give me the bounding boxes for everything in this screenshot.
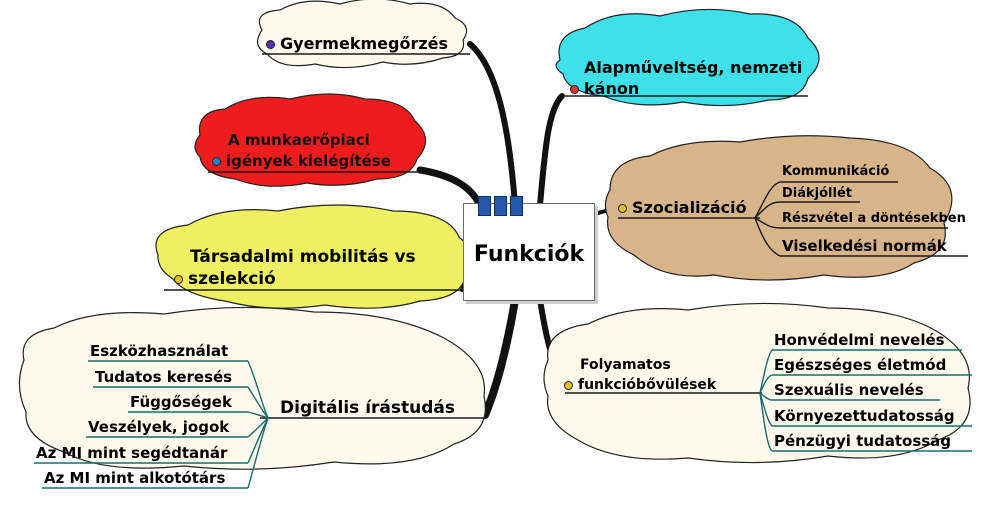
topic-tab <box>494 196 507 216</box>
topic-marker-icon <box>618 204 627 213</box>
cloud-szocializacio <box>604 135 953 281</box>
digit-child-connectors <box>34 360 269 489</box>
topic-tab <box>510 196 523 216</box>
topic-gyermekmegorzes[interactable]: Gyermekmegőrzés <box>266 34 448 53</box>
subtopic-penzugyi[interactable]: Pénzügyi tudatosság <box>774 432 952 450</box>
topic-label-line1: Társadalmi mobilitás vs <box>190 247 416 267</box>
cloud-gyermekmegorzes <box>256 0 468 69</box>
subtopic-eszkozhasznalat[interactable]: Eszközhasználat <box>90 342 229 360</box>
topic-label-line1: Alapműveltség, nemzeti <box>584 58 803 77</box>
branch-munka <box>416 166 484 209</box>
subtopic-tudatos-kereses[interactable]: Tudatos keresés <box>95 368 233 386</box>
foly-child-connectors <box>759 349 972 452</box>
topic-label-line2: igények kielégítése <box>226 152 391 170</box>
subtopic-egeszseges[interactable]: Egészséges életmód <box>774 356 947 374</box>
topic-label-line2: szelekció <box>188 269 276 289</box>
central-topic-title: Funkciók <box>473 242 585 267</box>
subtopic-kommunikacio[interactable]: Kommunikáció <box>782 164 890 179</box>
topic-label-line2: funkcióbővülések <box>578 377 717 393</box>
topic-mobilitas[interactable]: Társadalmi mobilitás vs szelekció <box>174 246 416 290</box>
cloud-alapmuveltseg <box>555 8 820 107</box>
topic-szocializacio[interactable]: Szocializáció <box>618 198 747 217</box>
topic-marker-icon <box>266 40 275 49</box>
topic-alapmuveltseg[interactable]: Alapműveltség, nemzeti kánon <box>570 57 803 99</box>
subtopic-diakjollet[interactable]: Diákjóllét <box>782 186 852 201</box>
central-topic[interactable]: Funkciók <box>463 196 595 301</box>
topic-label: Gyermekmegőrzés <box>280 34 449 53</box>
branch-alap <box>537 93 565 208</box>
topic-marker-icon <box>570 85 579 94</box>
topic-marker-icon <box>212 157 221 166</box>
subtopic-fuggosegek[interactable]: Függőségek <box>130 393 232 411</box>
subtopic-veszelyek-jogok[interactable]: Veszélyek, jogok <box>88 418 230 436</box>
subtopic-kornyezet[interactable]: Környezettudatosság <box>774 407 955 425</box>
topic-label-line1: A munkaerőpiaci <box>228 131 370 149</box>
cloud-digitalis <box>18 306 486 470</box>
cloud-folyamatos <box>543 302 971 464</box>
subtopic-mi-alkototars[interactable]: Az MI mint alkotótárs <box>44 469 226 487</box>
branch-connectors <box>416 41 620 419</box>
branch-gyermek <box>467 41 518 208</box>
branch-digit <box>481 296 519 419</box>
subtopic-viselkedesi-normak[interactable]: Viselkedési normák <box>782 237 947 255</box>
subtopic-szexualis[interactable]: Szexuális nevelés <box>774 381 924 399</box>
topic-digitalis-irastudas[interactable]: Digitális írástudás <box>280 398 456 418</box>
szoc-child-connectors <box>754 181 968 257</box>
topic-munkaeropiaci[interactable]: A munkaerőpiaci igények kielégítése <box>212 130 391 172</box>
subtopic-honvedelmi[interactable]: Honvédelmi nevelés <box>774 331 945 349</box>
cloud-munkaeropiaci <box>194 93 427 187</box>
topic-folyamatos[interactable]: Folyamatos funkcióbővülések <box>564 355 717 395</box>
topic-marker-icon <box>564 380 573 390</box>
topic-label-line2: kánon <box>584 79 640 98</box>
subtopic-mi-segedtanar[interactable]: Az MI mint segédtanár <box>36 444 228 462</box>
label-underlines <box>164 53 808 419</box>
topic-tab <box>478 196 491 216</box>
topic-label-line1: Folyamatos <box>580 357 671 373</box>
topic-marker-icon <box>174 274 183 284</box>
topic-label: Szocializáció <box>632 198 747 217</box>
subtopic-reszvetel[interactable]: Részvétel a döntésekben <box>782 211 966 226</box>
